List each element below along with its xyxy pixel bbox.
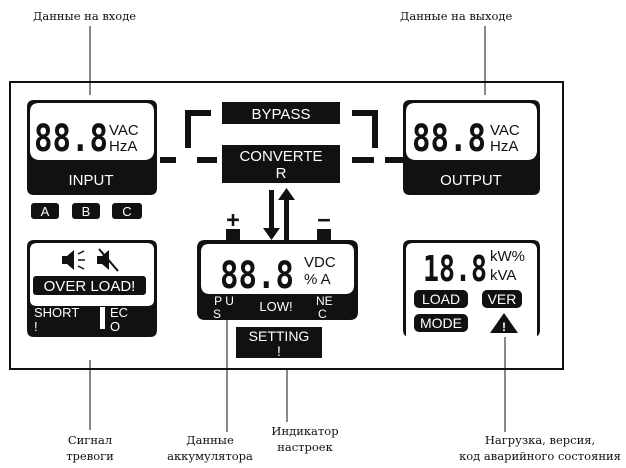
output-unit-hza: HzA bbox=[490, 138, 518, 155]
phase-b-badge bbox=[72, 203, 100, 219]
setting-indicator: SETTING ! bbox=[236, 327, 322, 359]
annotation-alarm-1: Сигнал bbox=[68, 433, 112, 447]
battery-unit-vdc: VDC bbox=[304, 254, 336, 271]
bypass-box bbox=[222, 102, 340, 124]
overload-label: OVER LOAD! bbox=[44, 278, 136, 295]
phase-b-label: B bbox=[82, 204, 91, 219]
output-panel: 88.8 VAC HzA OUTPUT bbox=[403, 100, 540, 195]
battery-digits: 88.8 bbox=[220, 254, 294, 297]
battery-tag-nec bbox=[307, 297, 349, 317]
converter-label-1: CONVERTE bbox=[239, 148, 322, 165]
mode-badge bbox=[414, 314, 468, 332]
bypass-bracket-left-side bbox=[185, 110, 191, 148]
converter-indicator: CONVERTE R bbox=[222, 145, 340, 183]
display-frame bbox=[9, 81, 564, 370]
input-digits: 88.8 bbox=[34, 117, 108, 160]
input-panel-window bbox=[30, 103, 154, 160]
annotation-setting-2: настроек bbox=[277, 440, 333, 454]
annotation-alarm-2: тревоги bbox=[66, 449, 114, 463]
eco-label-1: EC bbox=[110, 305, 128, 320]
warning-mark: ! bbox=[502, 320, 506, 334]
annotation-output-data: Данные на выходе bbox=[400, 9, 512, 23]
battery-unit-percent-a: % A bbox=[304, 271, 331, 288]
leader-lines bbox=[89, 26, 506, 432]
output-panel-window bbox=[406, 103, 537, 160]
arrow-up-shaft bbox=[284, 198, 289, 240]
battery-tag-low bbox=[251, 297, 301, 315]
phase-a-badge bbox=[31, 203, 59, 219]
battery-panel: + − 88.8 VDC % A P U S LOW! NE C bbox=[197, 208, 358, 321]
bypass-bracket-right-side bbox=[372, 110, 378, 148]
annotation-battery-2: аккумулятора bbox=[167, 449, 253, 463]
input-unit-vac: VAC bbox=[109, 122, 139, 139]
output-digits: 88.8 bbox=[412, 117, 486, 160]
setting-label-1: SETTING bbox=[249, 328, 310, 344]
battery-tag-nec-2: C bbox=[318, 307, 327, 321]
ver-badge bbox=[482, 290, 522, 308]
phase-a-label: A bbox=[41, 204, 50, 219]
load-badge bbox=[414, 290, 468, 308]
battery-tag-pus-1: P U bbox=[214, 294, 234, 308]
warning-triangle bbox=[490, 313, 518, 333]
battery-terminal-plus bbox=[226, 229, 240, 241]
speaker-on-icon bbox=[62, 250, 85, 270]
arrow-up-head bbox=[278, 188, 295, 200]
battery-tag-low-label: LOW! bbox=[259, 299, 292, 314]
setting-label-2: ! bbox=[277, 343, 281, 359]
short-label-2: ! bbox=[34, 319, 38, 334]
speaker-mute-icon bbox=[97, 248, 119, 272]
alarm-panel: OVER LOAD! SHORT ! EC O bbox=[27, 240, 157, 337]
mode-badge-label: MODE bbox=[420, 315, 462, 331]
phase-c-badge bbox=[112, 203, 142, 219]
alarm-panel-window bbox=[30, 243, 154, 306]
short-label-1: SHORT bbox=[34, 305, 79, 320]
input-label: INPUT bbox=[69, 172, 114, 189]
eco-label-2: O bbox=[110, 319, 120, 334]
battery-terminal-minus bbox=[317, 229, 331, 241]
arrow-down-head bbox=[263, 228, 280, 240]
flow-dash-1 bbox=[160, 157, 176, 163]
setting-box bbox=[236, 327, 322, 358]
load-unit-kva: kVA bbox=[490, 267, 516, 284]
flow-dash-4 bbox=[385, 157, 403, 163]
input-unit-hza: HzA bbox=[109, 138, 137, 155]
bypass-indicator: BYPASS bbox=[222, 102, 340, 124]
ver-badge-label: VER bbox=[488, 291, 517, 307]
flow-lines bbox=[160, 110, 403, 163]
flow-dash-3 bbox=[352, 157, 374, 163]
bypass-bracket-left-top bbox=[185, 110, 211, 116]
load-digits: 18.8 bbox=[423, 249, 487, 290]
converter-box bbox=[222, 145, 340, 183]
annotation-load-1: Нагрузка, версия, bbox=[485, 433, 595, 447]
charge-arrows bbox=[263, 188, 295, 240]
battery-tag-pus-2: S bbox=[213, 307, 221, 321]
warning-icon: ! bbox=[490, 313, 518, 334]
bypass-label: BYPASS bbox=[252, 106, 311, 123]
battery-tag-pus bbox=[204, 297, 244, 317]
load-panel: 18.8 kW% kVA LOAD VER MODE ! bbox=[403, 240, 540, 337]
flow-dash-2 bbox=[197, 157, 217, 163]
annotation-input-data: Данные на входе bbox=[33, 9, 136, 23]
overload-badge bbox=[33, 276, 146, 295]
annotation-load-2: код аварийного состояния bbox=[459, 449, 621, 463]
input-panel: 88.8 VAC HzA INPUT bbox=[27, 100, 157, 195]
arrow-down-shaft bbox=[269, 190, 274, 232]
phase-c-label: C bbox=[122, 204, 131, 219]
converter-label-2: R bbox=[276, 165, 287, 182]
alarm-divider bbox=[100, 307, 105, 329]
load-badge-label: LOAD bbox=[422, 291, 460, 307]
battery-plus-sign: + bbox=[226, 208, 239, 233]
annotation-setting-1: Индикатор bbox=[271, 424, 338, 438]
phase-indicators: A B C bbox=[31, 203, 142, 219]
battery-minus-sign: − bbox=[317, 208, 330, 233]
load-unit-kw: kW% bbox=[490, 248, 525, 265]
annotation-battery-1: Данные bbox=[186, 433, 234, 447]
battery-tag-nec-1: NE bbox=[316, 294, 333, 308]
output-unit-vac: VAC bbox=[490, 122, 520, 139]
battery-window bbox=[201, 244, 354, 294]
output-label: OUTPUT bbox=[440, 172, 502, 189]
bypass-bracket-right-top bbox=[352, 110, 378, 116]
